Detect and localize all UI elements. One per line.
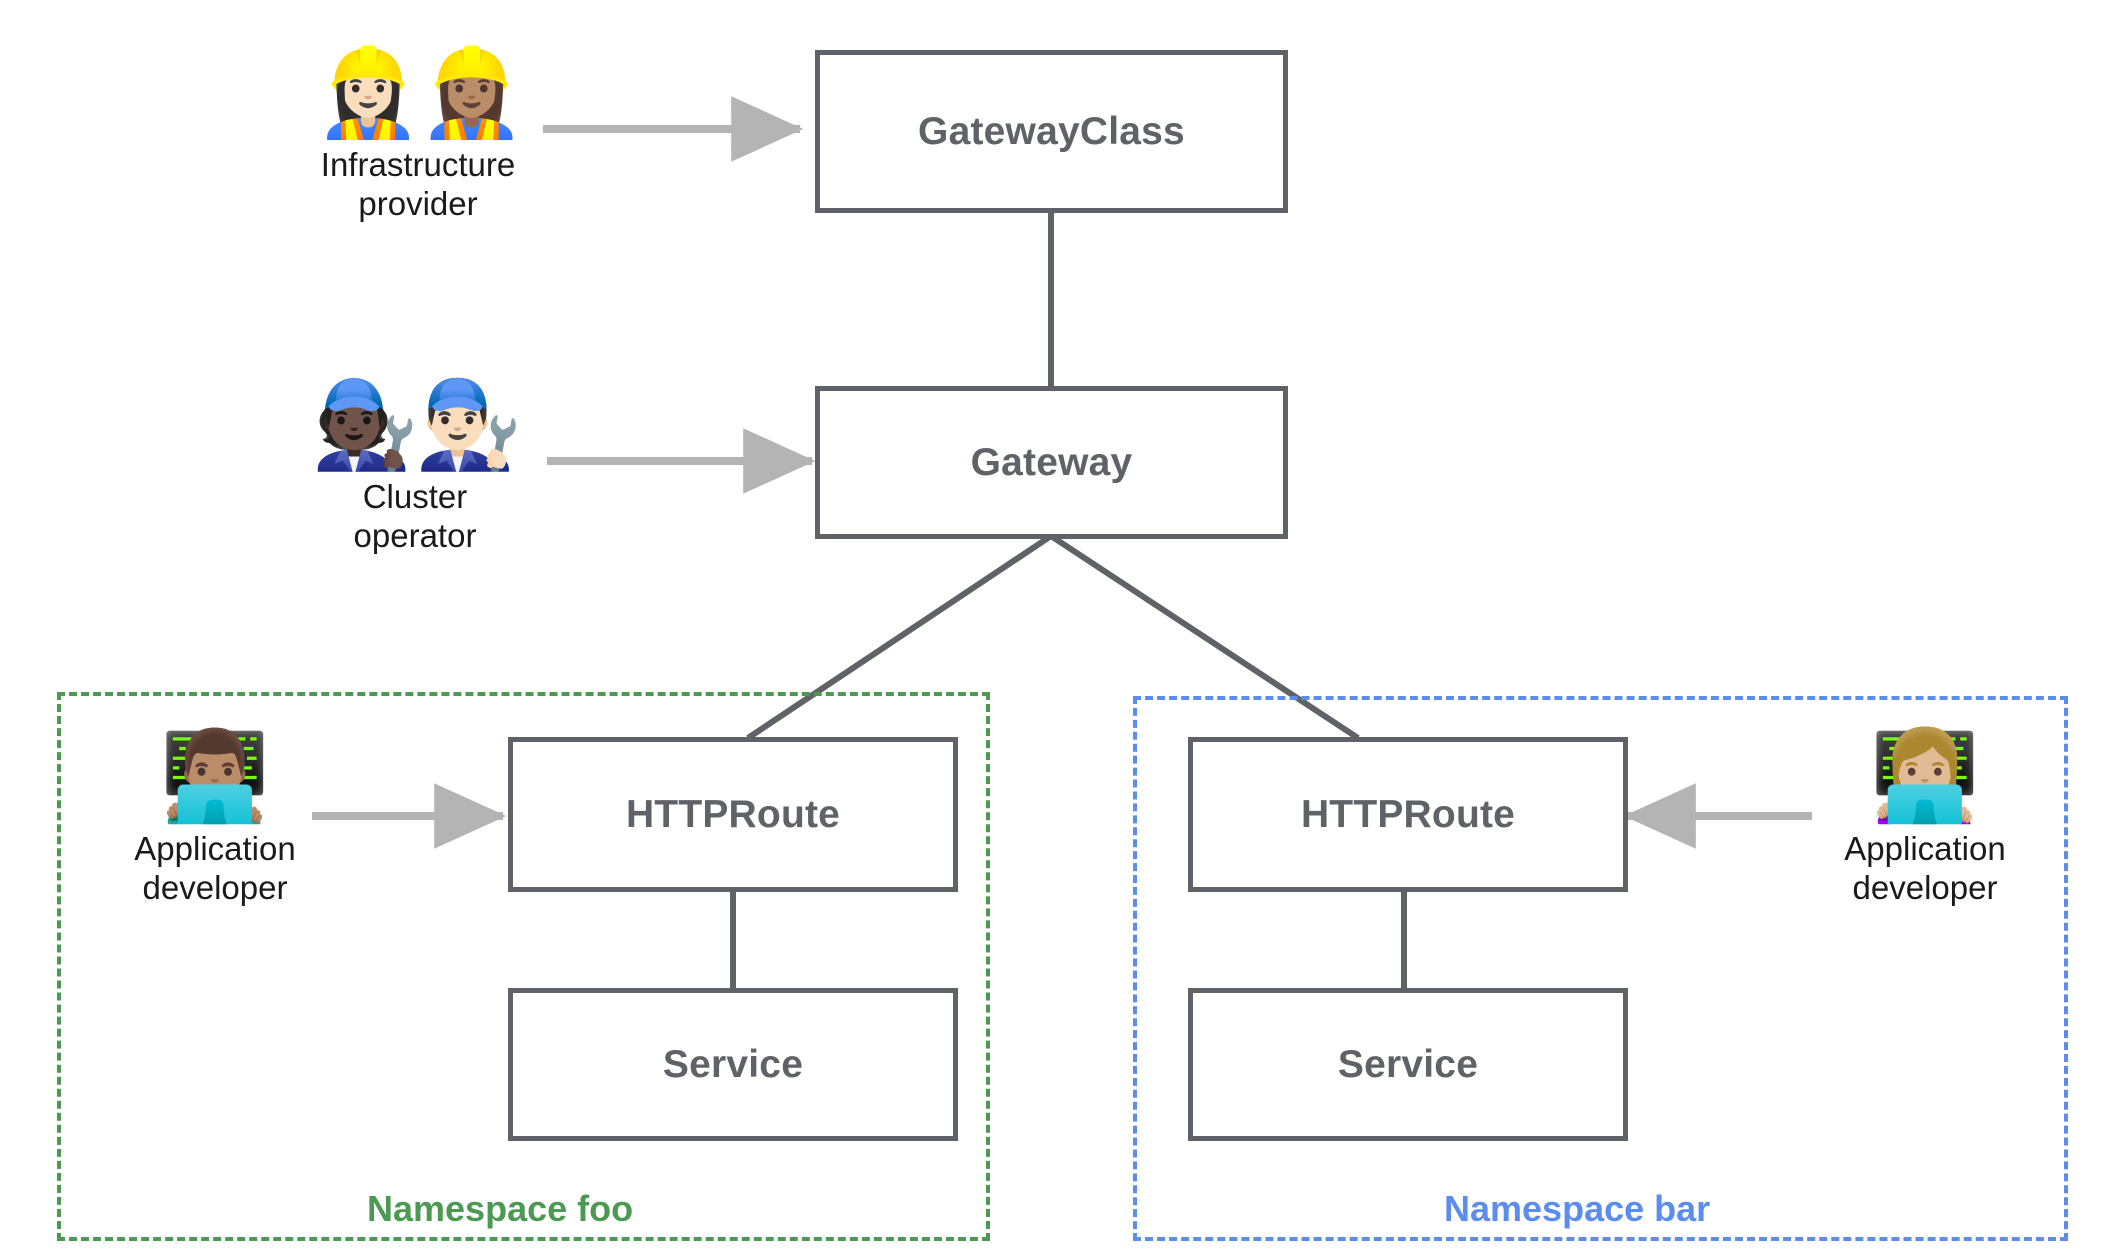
namespace-box-foo xyxy=(57,692,990,1241)
resource-box-gatewayclass[interactable]: GatewayClass xyxy=(815,50,1288,213)
resource-label-httproute-foo: HTTPRoute xyxy=(625,792,841,836)
resource-label-gatewayclass: GatewayClass xyxy=(918,109,1185,153)
technologist-icon: 👩🏼‍💻 xyxy=(1870,726,1980,825)
namespace-box-bar xyxy=(1133,696,2068,1241)
persona-infrastructure-provider: 👷🏻‍♀️👷🏽‍♀️ Infrastructure provider xyxy=(268,50,568,224)
persona-label-cluster-operator: Cluster operator xyxy=(353,478,477,554)
resource-box-gateway[interactable]: Gateway xyxy=(815,386,1288,539)
mechanic-icon: 🧑🏿‍🔧👨🏻‍🔧 xyxy=(311,377,522,473)
resource-box-httproute-foo[interactable]: HTTPRoute xyxy=(508,737,958,892)
technologist-icon: 👨🏽‍💻 xyxy=(160,726,270,825)
resource-label-gateway: Gateway xyxy=(970,440,1133,484)
resource-box-httproute-bar[interactable]: HTTPRoute xyxy=(1188,737,1628,892)
namespace-label-bar: Namespace bar xyxy=(1444,1188,1711,1229)
construction-worker-icon: 👷🏻‍♀️👷🏽‍♀️ xyxy=(314,45,525,141)
persona-label-infrastructure-provider: Infrastructure provider xyxy=(320,146,516,222)
resource-box-service-bar[interactable]: Service xyxy=(1188,988,1628,1141)
persona-label-application-developer-bar: Application developer xyxy=(1844,830,2006,906)
resource-label-httproute-bar: HTTPRoute xyxy=(1300,792,1516,836)
persona-label-application-developer-foo: Application developer xyxy=(134,830,296,906)
persona-application-developer-foo: 👨🏽‍💻 Application developer xyxy=(70,732,360,908)
resource-label-service-foo: Service xyxy=(662,1042,804,1086)
persona-application-developer-bar: 👩🏼‍💻 Application developer xyxy=(1780,732,2070,908)
persona-cluster-operator: 🧑🏿‍🔧👨🏻‍🔧 Cluster operator xyxy=(265,382,565,556)
resource-label-service-bar: Service xyxy=(1337,1042,1479,1086)
resource-box-service-foo[interactable]: Service xyxy=(508,988,958,1141)
namespace-label-foo: Namespace foo xyxy=(367,1188,634,1229)
